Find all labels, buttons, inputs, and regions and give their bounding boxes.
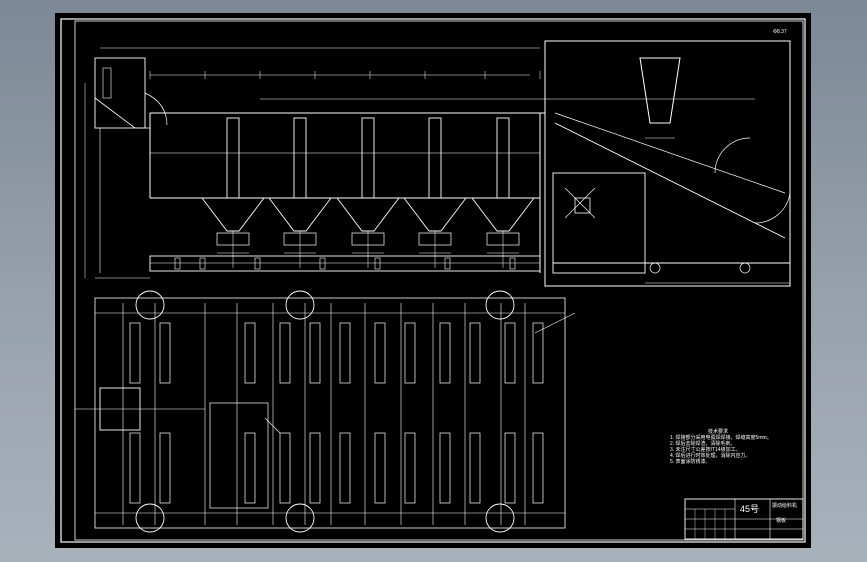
- outer-border: [60, 18, 806, 543]
- motor-shaft: [574, 197, 591, 214]
- hopper-post: [496, 117, 510, 199]
- slot: [159, 322, 171, 384]
- slot: [279, 322, 291, 384]
- hopper-funnel: [336, 197, 400, 232]
- feed-hopper: [639, 57, 681, 124]
- note-item: 3. 未注尺寸公差按IT14级加工。: [670, 447, 741, 453]
- slot: [504, 432, 516, 504]
- title-block-label: 振动给料机: [772, 503, 798, 509]
- plan-outline: [94, 297, 566, 529]
- title-block-sub: 钢板: [776, 518, 787, 524]
- drawing-frame: [60, 18, 806, 543]
- bearing-circle: [135, 290, 165, 320]
- slot: [129, 322, 141, 384]
- beam-rib: [444, 257, 451, 270]
- drawing-sheet: Φ8.37 技术要求 1. 焊接部分采用电弧焊焊接，焊缝高度5mm。 2. 焊后…: [55, 13, 811, 548]
- leader-line: [534, 312, 576, 334]
- slot: [469, 322, 481, 384]
- note-item: 2. 焊后去除焊渣，清除毛刺。: [670, 441, 736, 447]
- side-view-frame: [544, 40, 791, 287]
- side-section-view: [544, 40, 791, 287]
- feed-chute: [94, 57, 146, 129]
- beam-rib: [199, 257, 206, 270]
- chute-detail: [102, 67, 112, 99]
- bearing-circle: [135, 503, 165, 533]
- slot: [532, 432, 544, 504]
- chute-arc: [144, 92, 168, 126]
- slot: [404, 322, 416, 384]
- bearing-circle: [485, 290, 515, 320]
- swing-arc: [754, 192, 791, 224]
- beam-rib: [509, 257, 516, 270]
- plan-view: [75, 290, 576, 533]
- beam-rib: [174, 257, 181, 270]
- incline-plate: [554, 122, 786, 239]
- bearing-circle: [285, 290, 315, 320]
- beam-rib: [254, 257, 261, 270]
- hopper-post: [428, 117, 442, 199]
- hopper-post: [226, 117, 240, 199]
- slot: [504, 322, 516, 384]
- inner-border: [74, 20, 804, 541]
- swing-arc: [714, 137, 751, 174]
- hopper-funnel: [403, 197, 467, 232]
- bolt-circle: [649, 262, 661, 274]
- slot: [374, 322, 386, 384]
- note-item: 4. 焊后进行时效处理，消除内应力。: [670, 453, 751, 459]
- hopper-post: [361, 117, 375, 199]
- leader-line: [264, 417, 281, 434]
- hopper-funnel: [471, 197, 535, 232]
- note-item: 5. 表面涂防锈漆。: [670, 459, 711, 465]
- slot: [279, 432, 291, 504]
- slot: [439, 322, 451, 384]
- note-item: 1. 焊接部分采用电弧焊焊接，焊缝高度5mm。: [670, 435, 772, 441]
- slot: [244, 322, 256, 384]
- slot: [309, 432, 321, 504]
- inner-frame: [209, 402, 269, 509]
- slot: [374, 432, 386, 504]
- notes-title: 技术要求: [708, 429, 729, 435]
- chute-slope: [94, 97, 150, 129]
- title-block: [684, 498, 804, 540]
- slot: [439, 432, 451, 504]
- slot: [339, 322, 351, 384]
- technical-notes: 技术要求 1. 焊接部分采用电弧焊焊接，焊缝高度5mm。 2. 焊后去除焊渣，清…: [670, 429, 780, 465]
- base-beam: [149, 255, 541, 272]
- bolt-circle: [739, 262, 751, 274]
- slot: [404, 432, 416, 504]
- hopper-funnel: [268, 197, 332, 232]
- slot: [309, 322, 321, 384]
- slot: [159, 432, 171, 504]
- motor-detail: [564, 187, 596, 219]
- slot: [129, 432, 141, 504]
- bearing-circle: [285, 503, 315, 533]
- slot: [532, 322, 544, 384]
- hopper-post: [293, 117, 307, 199]
- slot: [339, 432, 351, 504]
- sheet-tag: Φ8.37: [773, 29, 787, 35]
- hopper-funnel: [201, 197, 265, 232]
- incline-line: [554, 112, 786, 194]
- slot: [469, 432, 481, 504]
- bearing-circle: [485, 503, 515, 533]
- beam-rib: [374, 257, 381, 270]
- slot: [244, 432, 256, 504]
- hopper-section-view: [84, 47, 545, 279]
- part-number: 45号: [740, 504, 760, 514]
- motor-housing: [552, 172, 646, 274]
- cad-drawing: [60, 18, 806, 543]
- beam-rib: [319, 257, 326, 270]
